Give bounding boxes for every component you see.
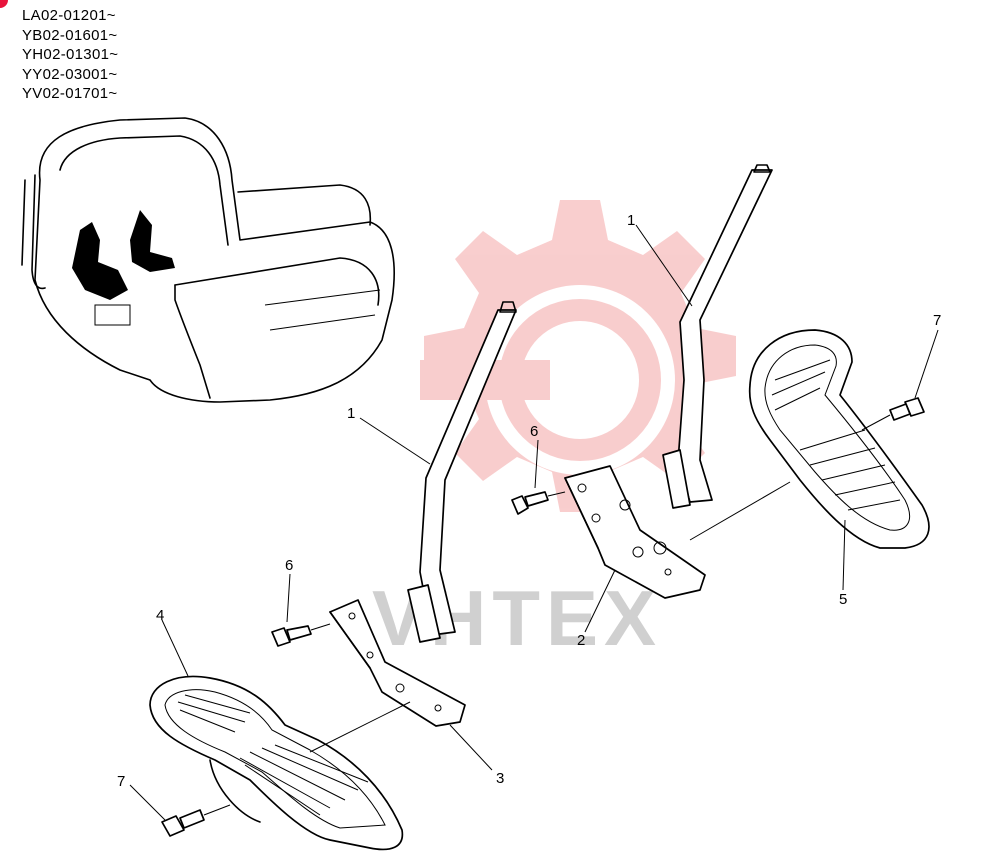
callout-1-left: 1 — [347, 405, 355, 422]
rod-part-1-right — [662, 164, 773, 509]
bolt-part-7-right — [889, 397, 925, 421]
callout-6-right: 6 — [530, 423, 538, 440]
footrest-pad-part-5 — [748, 329, 930, 549]
callout-1-right: 1 — [627, 212, 635, 229]
bracket-part-3 — [329, 599, 466, 727]
machine-overview — [21, 117, 395, 403]
serial-number: LA02-01201~ — [22, 7, 116, 24]
bolt-part-6-right — [511, 491, 549, 515]
callout-7-right: 7 — [933, 312, 941, 329]
rod-part-1-left — [407, 301, 517, 643]
serial-number: YH02-01301~ — [22, 46, 119, 63]
footrest-pad-part-4 — [149, 675, 404, 851]
serial-number-list: LA02-01201~ YB02-01601~ YH02-01301~ YY02… — [22, 6, 118, 104]
callout-6-left: 6 — [285, 557, 293, 574]
serial-number: YV02-01701~ — [22, 85, 118, 102]
callout-2: 2 — [577, 632, 585, 649]
leader-lines — [129, 224, 939, 821]
bolt-part-7-left — [161, 809, 205, 837]
callout-4: 4 — [156, 607, 164, 624]
serial-number: YB02-01601~ — [22, 26, 118, 44]
callout-5: 5 — [839, 591, 847, 608]
bolt-part-6-left — [271, 625, 312, 647]
serial-number: YY02-03001~ — [22, 65, 118, 83]
bracket-part-2 — [564, 465, 706, 599]
corner-badge — [0, 0, 8, 8]
callout-3: 3 — [496, 770, 504, 787]
watermark-gear-icon — [420, 200, 736, 512]
callout-7-left: 7 — [117, 773, 125, 790]
